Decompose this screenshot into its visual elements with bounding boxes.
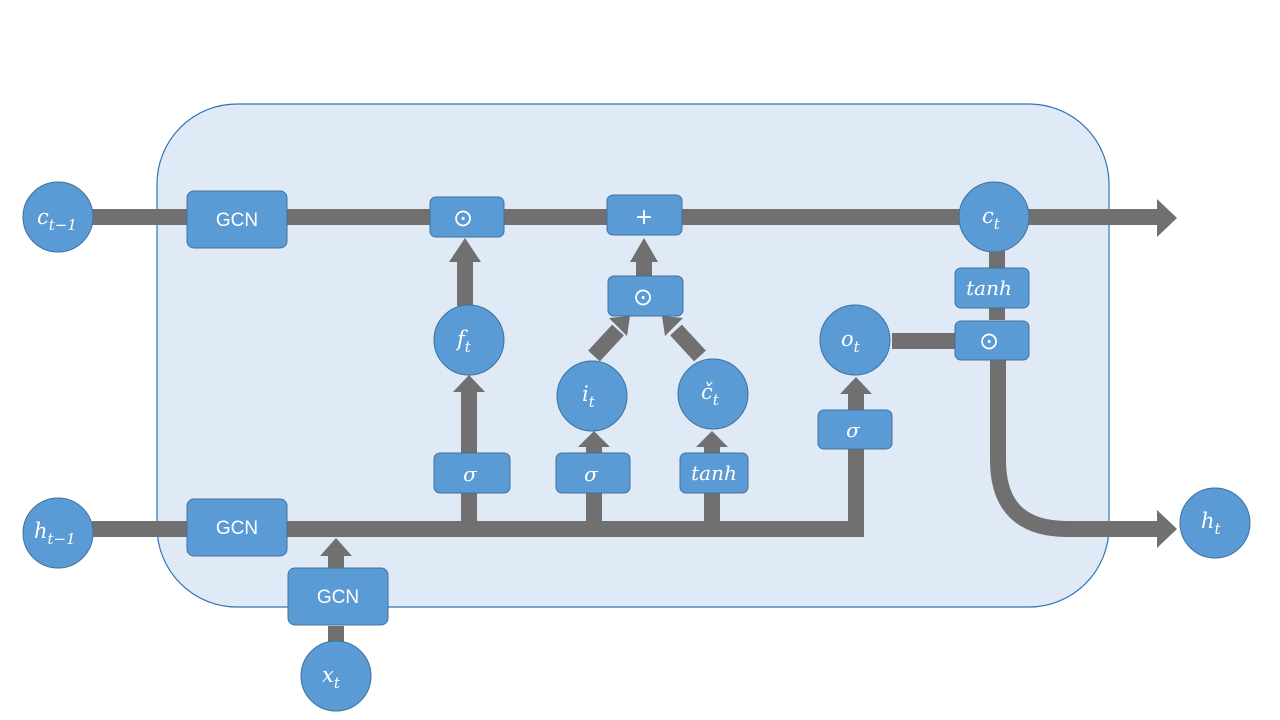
cell-tanh-label: tanh bbox=[966, 276, 1012, 300]
state-nodes: ct−1 ht−1 xt ft it bbox=[22, 181, 1251, 712]
node-c-t-base: c bbox=[982, 204, 994, 228]
node-c-prev-base: c bbox=[37, 205, 49, 229]
mult-plus-arrowhead bbox=[630, 238, 658, 262]
node-cand-t-base: č bbox=[701, 380, 713, 404]
forget-mult-arrowhead bbox=[449, 238, 481, 262]
input-sigma-symbol: σ bbox=[584, 462, 599, 486]
node-o-t-base: o bbox=[841, 327, 854, 351]
node-c-prev: ct−1 bbox=[22, 181, 94, 253]
operator-boxes: GCN GCN GCN ⊙ + ⊙ σ bbox=[186, 190, 1030, 626]
node-x-t-sub: t bbox=[334, 674, 341, 692]
node-f-t-sub: t bbox=[465, 338, 472, 356]
node-f-t: ft bbox=[433, 304, 505, 376]
svg-text:ct: ct bbox=[982, 204, 1001, 233]
input-diagonal bbox=[588, 324, 624, 362]
node-h-prev-base: h bbox=[34, 519, 48, 543]
svg-text:xt: xt bbox=[322, 663, 341, 692]
output-sigma-symbol: σ bbox=[846, 418, 861, 442]
node-f-t-base: f bbox=[455, 327, 468, 351]
forget-sigma-box: σ bbox=[433, 452, 511, 494]
hidden-out-arrowhead bbox=[1157, 510, 1177, 548]
cand-diagonal bbox=[670, 324, 706, 362]
svg-text:ft: ft bbox=[455, 327, 472, 356]
node-i-t-base: i bbox=[582, 382, 589, 406]
svg-text:čt: čt bbox=[701, 380, 720, 409]
input-gcn-arrowhead bbox=[320, 538, 352, 556]
input-diag-arrowhead bbox=[609, 316, 630, 336]
gcn-box-input: GCN bbox=[287, 567, 389, 626]
node-x-t: xt bbox=[300, 640, 372, 712]
cand-tanh-box: tanh bbox=[679, 452, 749, 494]
forget-multiply-symbol: ⊙ bbox=[453, 204, 473, 232]
node-c-t: ct bbox=[958, 181, 1030, 253]
node-cand-t-sub: t bbox=[713, 391, 720, 409]
input-multiply-box: ⊙ bbox=[607, 275, 684, 317]
cand-diag-arrowhead bbox=[662, 316, 683, 336]
node-h-t-sub: t bbox=[1215, 520, 1222, 538]
output-curve bbox=[990, 360, 1160, 537]
svg-text:ht: ht bbox=[1201, 509, 1222, 538]
output-multiply-symbol: ⊙ bbox=[979, 327, 999, 355]
forget-up-arrowhead bbox=[453, 375, 485, 392]
node-h-prev: ht−1 bbox=[22, 497, 94, 569]
node-h-t-base: h bbox=[1201, 509, 1215, 533]
cand-arrowhead bbox=[696, 431, 728, 447]
arrowheads bbox=[320, 199, 1177, 556]
node-h-prev-sub: t−1 bbox=[48, 530, 76, 548]
svg-text:ht−1: ht−1 bbox=[34, 519, 76, 548]
cell-state-arrowhead bbox=[1157, 199, 1177, 237]
node-o-t: ot bbox=[819, 304, 891, 376]
node-c-t-sub: t bbox=[994, 215, 1001, 233]
input-gate-arrowhead bbox=[578, 431, 610, 447]
node-x-t-base: x bbox=[322, 663, 334, 687]
node-o-t-sub: t bbox=[854, 338, 861, 356]
gcn-box-cell: GCN bbox=[186, 190, 288, 249]
input-multiply-symbol: ⊙ bbox=[633, 283, 653, 311]
forget-sigma-symbol: σ bbox=[463, 462, 478, 486]
output-sigma-arrowhead bbox=[840, 377, 872, 394]
svg-text:it: it bbox=[582, 382, 596, 411]
svg-text:ot: ot bbox=[841, 327, 861, 356]
cell-container bbox=[156, 103, 1110, 608]
svg-text:ct−1: ct−1 bbox=[37, 205, 77, 234]
forget-multiply-box: ⊙ bbox=[429, 196, 505, 238]
cell-tanh-box: tanh bbox=[954, 267, 1030, 309]
output-multiply-box: ⊙ bbox=[954, 320, 1030, 361]
plus-box: + bbox=[606, 194, 683, 236]
output-sigma-box: σ bbox=[817, 409, 893, 450]
input-sigma-box: σ bbox=[555, 452, 631, 494]
gcn-label-cell: GCN bbox=[216, 210, 258, 231]
node-h-t: ht bbox=[1179, 487, 1251, 559]
gcn-label-hidden: GCN bbox=[216, 518, 258, 539]
gcn-label-input: GCN bbox=[317, 587, 359, 608]
cand-tanh-label: tanh bbox=[691, 461, 737, 485]
node-cand-t: čt bbox=[677, 358, 749, 430]
gcn-box-hidden: GCN bbox=[186, 498, 288, 557]
node-i-t: it bbox=[556, 360, 628, 432]
node-i-t-sub: t bbox=[589, 393, 596, 411]
node-c-prev-sub: t−1 bbox=[49, 216, 77, 234]
plus-symbol: + bbox=[635, 205, 653, 230]
